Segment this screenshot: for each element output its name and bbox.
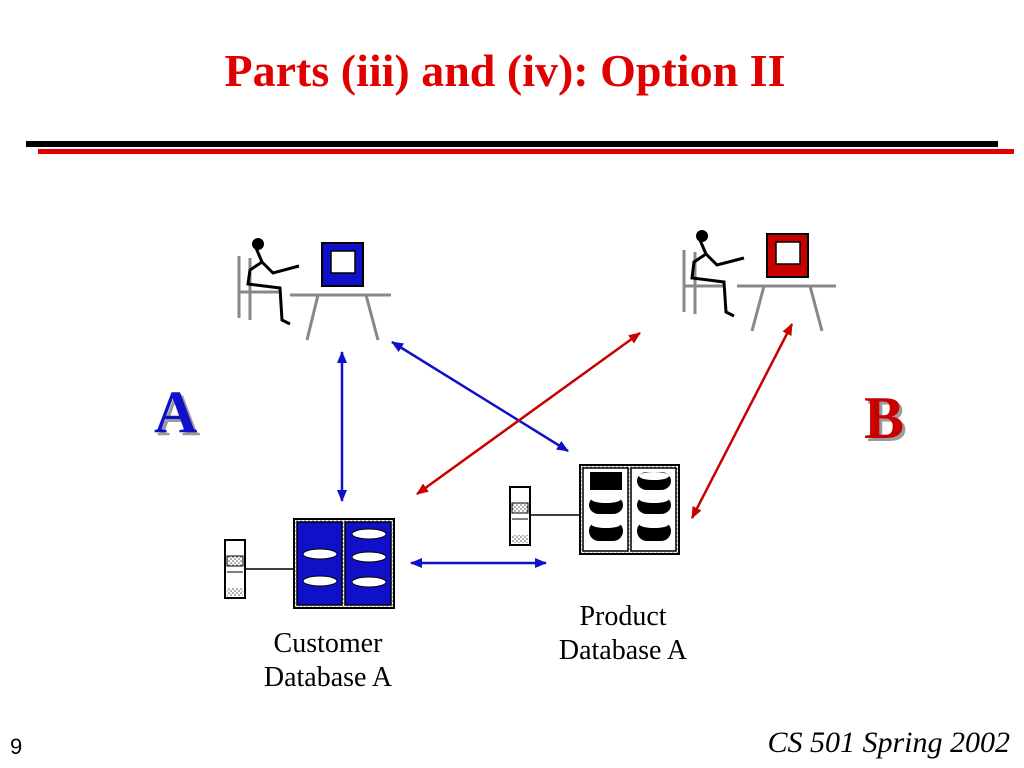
title-rule-black	[26, 141, 998, 147]
arrow-b-customer	[416, 331, 641, 496]
arrow-a-product	[391, 340, 569, 453]
client-b-label: B	[864, 385, 905, 451]
product-db-label-line2: Database A	[558, 635, 688, 666]
slide-footer: CS 501 Spring 2002	[767, 726, 1010, 759]
title-rule-red	[38, 149, 1014, 154]
product-db-label-line1: Product	[579, 601, 667, 632]
page-number: 9	[10, 734, 23, 759]
workstation-b-icon	[682, 230, 836, 332]
slide-title: Parts (iii) and (iv): Option II	[224, 45, 786, 96]
arrow-b-product	[690, 323, 794, 519]
customer-db-label-line2: Database A	[263, 662, 393, 693]
client-a-label: A	[154, 379, 198, 445]
customer-db-label: Customer Database A	[228, 627, 428, 695]
customer-db-server-icon	[224, 518, 395, 609]
product-db-server-icon	[509, 464, 680, 555]
customer-db-label-line1: Customer	[273, 628, 383, 659]
product-db-label: Product Database A	[523, 600, 723, 668]
workstation-a-icon	[237, 238, 391, 341]
